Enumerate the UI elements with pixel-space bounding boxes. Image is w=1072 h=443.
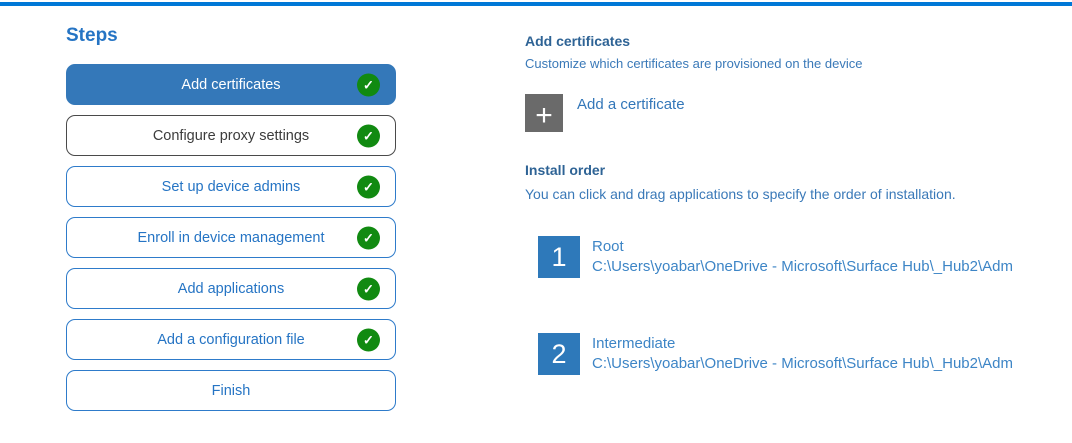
step-label: Add a configuration file: [157, 331, 305, 348]
install-item-text: Root C:\Users\yoabar\OneDrive - Microsof…: [592, 238, 1072, 275]
install-item-path: C:\Users\yoabar\OneDrive - Microsoft\Sur…: [592, 355, 1013, 372]
plus-icon[interactable]: +: [525, 94, 563, 132]
check-icon: ✓: [357, 226, 380, 249]
section-subtitle: Customize which certificates are provisi…: [525, 56, 863, 71]
check-icon: ✓: [357, 328, 380, 351]
install-order-item-intermediate[interactable]: 2 Intermediate C:\Users\yoabar\OneDrive …: [538, 333, 1072, 375]
step-label: Set up device admins: [161, 178, 301, 195]
step-label: Enroll in device management: [137, 229, 325, 246]
step-button-add-certificates[interactable]: Add certificates ✓: [66, 64, 396, 105]
step-label: Finish: [211, 382, 251, 399]
install-order-item-root[interactable]: 1 Root C:\Users\yoabar\OneDrive - Micros…: [538, 236, 1072, 278]
step-button-add-applications[interactable]: Add applications ✓: [66, 268, 396, 309]
step-label: Configure proxy settings: [152, 127, 310, 144]
step-button-finish[interactable]: Finish: [66, 370, 396, 411]
step-label: Add applications: [177, 280, 285, 297]
install-order-title: Install order: [525, 162, 606, 178]
add-certificate-label[interactable]: Add a certificate: [577, 96, 685, 113]
check-icon: ✓: [357, 175, 380, 198]
step-label: Add certificates: [181, 76, 281, 93]
check-icon: ✓: [357, 277, 380, 300]
check-icon: ✓: [357, 73, 380, 96]
order-number-badge: 1: [538, 236, 580, 278]
step-button-add-a-configuration-file[interactable]: Add a configuration file ✓: [66, 319, 396, 360]
install-order-list: 1 Root C:\Users\yoabar\OneDrive - Micros…: [538, 236, 1072, 375]
step-button-configure-proxy-settings[interactable]: Configure proxy settings ✓: [66, 115, 396, 156]
install-item-name: Root: [592, 238, 624, 255]
step-button-enroll-in-device-management[interactable]: Enroll in device management ✓: [66, 217, 396, 258]
check-icon: ✓: [357, 124, 380, 147]
install-item-name: Intermediate: [592, 335, 676, 352]
step-button-set-up-device-admins[interactable]: Set up device admins ✓: [66, 166, 396, 207]
add-certificates-panel: Add certificates Customize which certifi…: [525, 33, 1072, 430]
steps-sidebar: Steps Add certificates ✓ Configure proxy…: [66, 25, 396, 421]
install-order-description: You can click and drag applications to s…: [525, 186, 956, 202]
install-item-path: C:\Users\yoabar\OneDrive - Microsoft\Sur…: [592, 258, 1013, 275]
top-accent-bar: [0, 2, 1072, 6]
add-certificate-button[interactable]: + Add a certificate: [525, 94, 1072, 132]
order-number-badge: 2: [538, 333, 580, 375]
section-title: Add certificates: [525, 33, 631, 49]
steps-panel-title: Steps: [66, 25, 118, 46]
install-item-text: Intermediate C:\Users\yoabar\OneDrive - …: [592, 335, 1072, 372]
